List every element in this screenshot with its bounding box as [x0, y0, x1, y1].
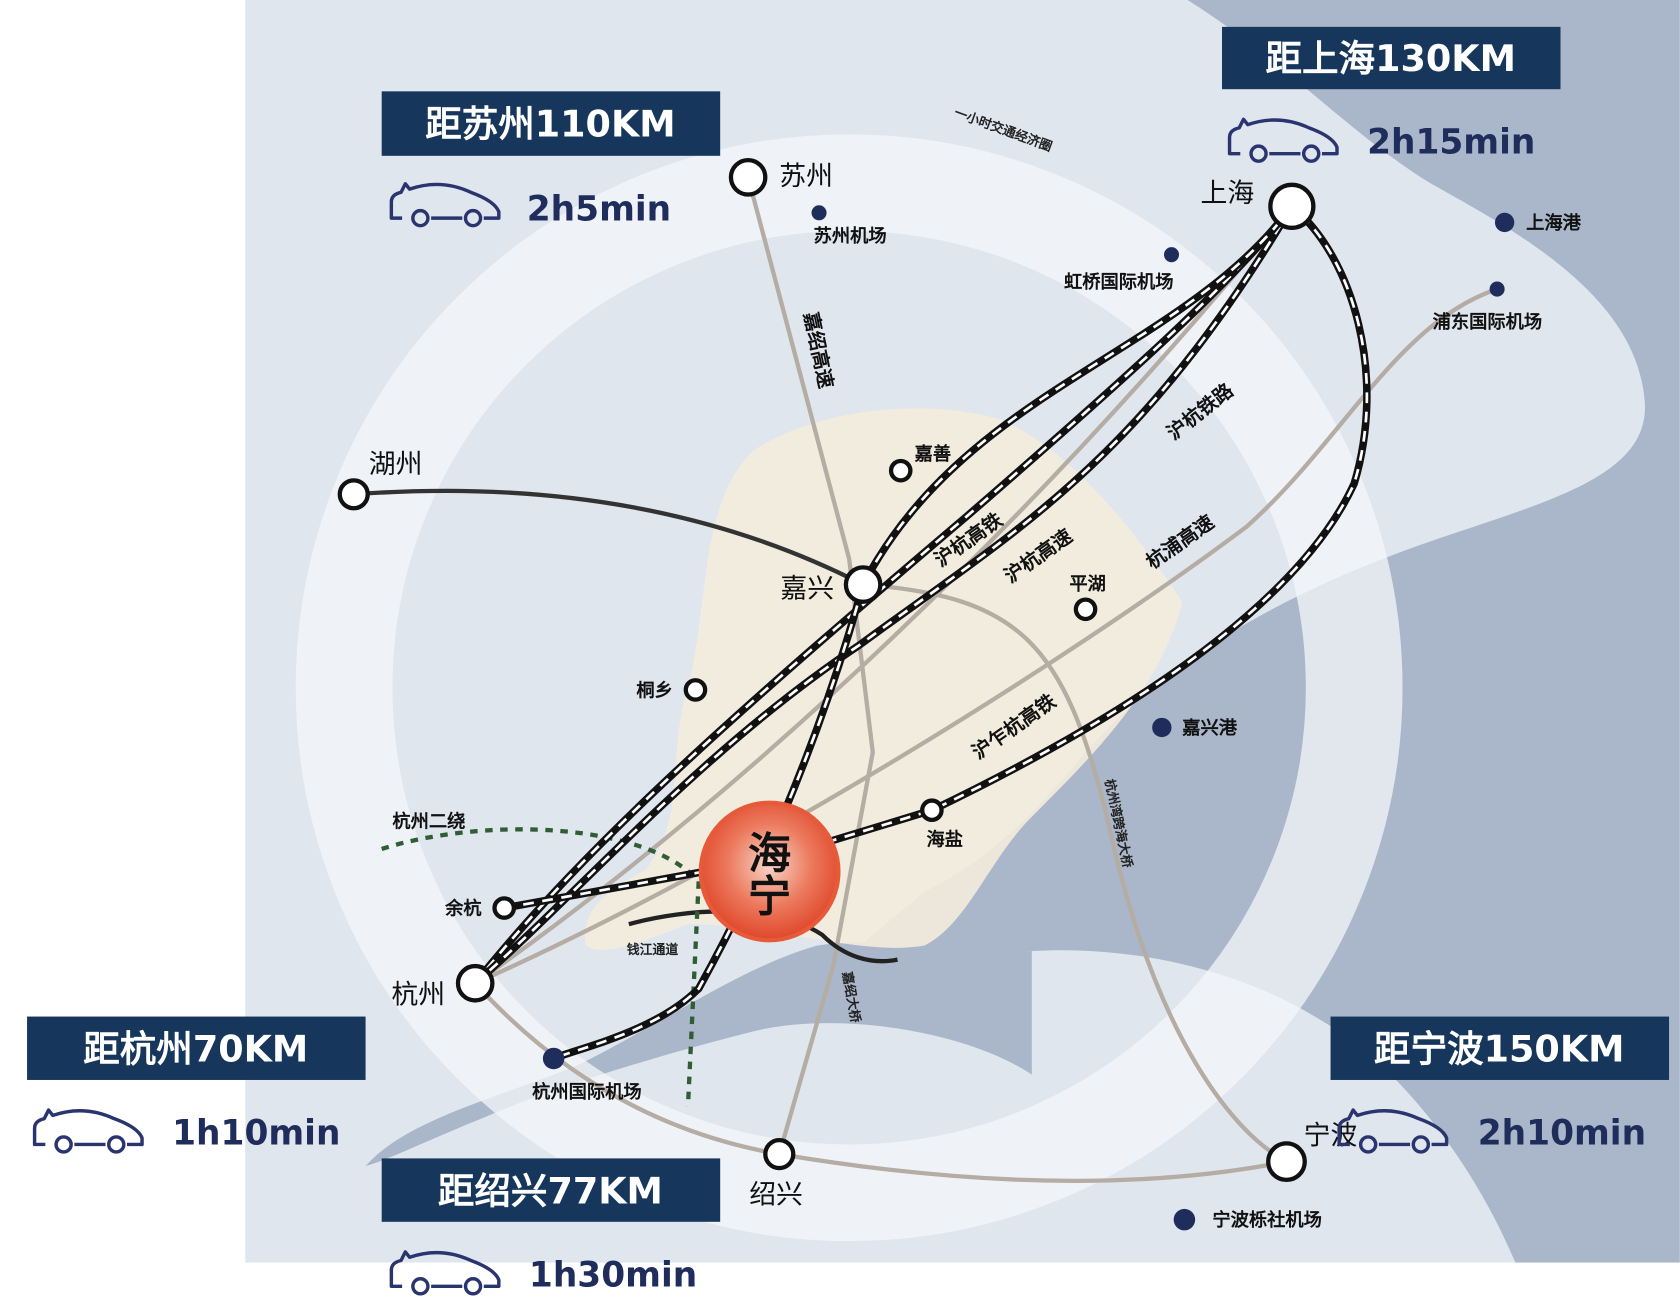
- city-node-hangzhou: [455, 963, 495, 1003]
- label-hangzhou-ring2: 杭州二绕: [392, 810, 465, 832]
- haining-circle: [698, 800, 841, 943]
- distance-label: 距绍兴77KM: [438, 1170, 663, 1213]
- callout-ningbo: 距宁波150KM 2h10min: [1330, 1016, 1670, 1154]
- poi-pudong-airport: 浦东国际机场: [1433, 311, 1543, 333]
- poi-hongqiao-airport: 虹桥国际机场: [1064, 271, 1174, 293]
- city-node-pinghu: [1073, 597, 1098, 622]
- rail-huhang-hsr-dash: [474, 205, 1293, 985]
- rail-huhang-railway-dash: [474, 205, 1294, 985]
- airport-icon: [1489, 281, 1505, 297]
- pois: 苏州机场 虹桥国际机场 浦东国际机场 上海港 嘉兴港 杭州国际机场 宁波栎社机场: [532, 205, 1582, 1231]
- city-node-shaoxing: [763, 1137, 796, 1171]
- city-node-huzhou: [337, 478, 370, 511]
- distance-box: [381, 91, 721, 156]
- distance-box: [381, 1158, 721, 1222]
- haining-label-2: 宁: [748, 872, 791, 922]
- city-label-haiyan: 海盐: [927, 829, 964, 851]
- port-icon: [1494, 212, 1515, 233]
- city-node-suzhou: [728, 157, 768, 197]
- haining-label-1: 海: [748, 829, 791, 879]
- callout-suzhou: 距苏州110KM 2h5min: [381, 91, 721, 229]
- drive-time: 2h5min: [527, 189, 671, 229]
- city-label-yuhang: 余杭: [444, 897, 482, 919]
- distance-box: [1222, 26, 1561, 90]
- poi-ningbo-airport: 宁波栎社机场: [1212, 1209, 1322, 1231]
- city-node-ningbo: [1266, 1141, 1307, 1183]
- airport-icon: [1173, 1208, 1196, 1231]
- distance-box: [1330, 1016, 1670, 1080]
- poi-hangzhou-airport: 杭州国际机场: [532, 1081, 642, 1103]
- poi-suzhou-airport: 苏州机场: [814, 225, 887, 247]
- city-node-jiaxing: [843, 565, 883, 604]
- port-icon: [1152, 717, 1172, 738]
- city-label-huzhou: 湖州: [369, 449, 423, 480]
- haining-marker: 海 宁: [698, 800, 841, 943]
- city-label-jiashan: 嘉善: [915, 443, 952, 465]
- city-label-hangzhou: 杭州: [391, 980, 445, 1011]
- city-label-jiaxing: 嘉兴: [780, 573, 834, 604]
- label-qianjiang-tunnel: 钱江通道: [627, 942, 679, 958]
- one-hour-circle-band: [295, 134, 1403, 1242]
- callout-shaoxing: 距绍兴77KM 1h30min: [381, 1158, 721, 1296]
- city-node-haiyan: [920, 798, 944, 823]
- city-label-tongxiang: 桐乡: [636, 679, 673, 701]
- road-jiashao: [746, 176, 875, 1155]
- city-label-shaoxing: 绍兴: [749, 1180, 803, 1211]
- hangzhou-ring2: [381, 827, 701, 1107]
- city-node-shanghai: [1268, 182, 1316, 230]
- city-node-yuhang: [492, 896, 517, 920]
- drive-time: 1h30min: [529, 1255, 697, 1295]
- distance-label: 距宁波150KM: [1374, 1028, 1624, 1071]
- cities: 苏州 上海 湖州 嘉兴 嘉善 平湖 桐乡 海盐 余杭 杭州 绍兴 宁波: [337, 157, 1358, 1211]
- road-bay-bridge: [862, 582, 1288, 1164]
- distance-label: 距苏州110KM: [425, 102, 675, 145]
- drive-time: 2h15min: [1367, 123, 1535, 163]
- airport-icon: [811, 205, 827, 221]
- drive-time: 2h10min: [1478, 1113, 1646, 1153]
- city-label-shanghai: 上海: [1201, 178, 1255, 209]
- distance-label: 距杭州70KM: [83, 1028, 308, 1071]
- airport-icon: [1163, 247, 1180, 263]
- city-node-jiashan: [888, 458, 913, 483]
- airport-icon: [542, 1047, 565, 1070]
- bay-inlet: [365, 942, 1032, 1166]
- distance-box: [27, 1016, 366, 1080]
- poi-jiaxing-port: 嘉兴港: [1182, 718, 1238, 739]
- city-label-ningbo: 宁波: [1304, 1120, 1358, 1151]
- sea: [859, 0, 1680, 1263]
- city-node-tongxiang: [683, 678, 708, 702]
- rail-huzhahang-hsr-dash: [503, 205, 1369, 910]
- city-label-pinghu: 平湖: [1069, 574, 1106, 595]
- callout-hangzhou: 距杭州70KM 1h10min: [27, 1016, 366, 1154]
- distance-label: 距上海130KM: [1266, 37, 1516, 80]
- poi-shanghai-port: 上海港: [1526, 212, 1582, 234]
- rail-shanghai-airport: [552, 204, 1295, 1062]
- car-icon: [32, 1108, 144, 1154]
- map-background: [245, 0, 1680, 1311]
- road-huzhou-jiaxing: [353, 488, 865, 587]
- city-label-suzhou: 苏州: [779, 161, 833, 192]
- drive-time: 1h10min: [172, 1113, 340, 1153]
- railways: [472, 203, 1371, 1062]
- callout-shanghai: 距上海130KM 2h15min: [1222, 26, 1561, 163]
